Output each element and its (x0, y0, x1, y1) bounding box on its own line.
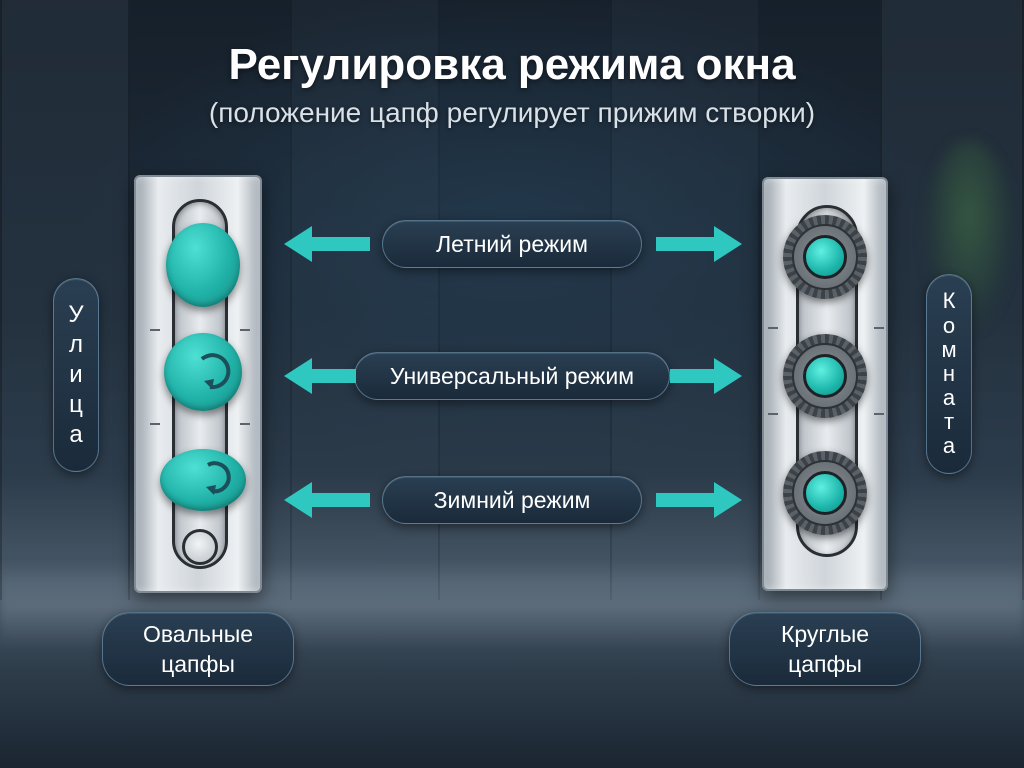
label-letter: м (941, 336, 957, 362)
plate-tick (240, 329, 250, 331)
room-side-label: К о м н а т а (926, 274, 972, 474)
round-cam-plate (762, 177, 888, 591)
teal-arrow-icon (284, 358, 356, 394)
page-subtitle: (положение цапф регулирует прижим створк… (208, 97, 816, 128)
street-side-label: У л и ц а (53, 278, 99, 472)
label-letter: а (942, 385, 956, 411)
oval-cams-label-line2: цапфы (161, 651, 235, 677)
oval-cam-plate (134, 175, 262, 593)
summer-mode-label: Летний режим (382, 220, 642, 268)
round-cam-winter (783, 451, 867, 535)
plate-tick (768, 413, 778, 415)
label-letter: а (942, 433, 956, 459)
universal-mode-label: Универсальный режим (354, 352, 670, 400)
teal-arrow-icon (284, 482, 370, 518)
oval-cam-winter (160, 449, 246, 511)
label-letter: о (942, 312, 956, 338)
oval-cam-universal (164, 333, 242, 411)
label-letter: К (942, 288, 956, 314)
teal-arrow-icon (656, 226, 742, 262)
label-letter: ц (69, 391, 83, 418)
rotate-clockwise-icon (200, 353, 231, 390)
round-cams-label-line1: Круглые (780, 621, 870, 647)
label-letter: л (68, 331, 83, 358)
plate-tick (874, 413, 884, 415)
label-letter: а (69, 421, 83, 448)
round-cams-label: Круглые цапфы (729, 612, 921, 686)
teal-arrow-icon (284, 226, 370, 262)
round-cam-summer (783, 215, 867, 299)
teal-arrow-icon (670, 358, 742, 394)
empty-cam-position (182, 529, 218, 565)
round-cams-label-line2: цапфы (788, 651, 862, 677)
label-letter: н (942, 360, 956, 386)
oval-cams-label-line1: Овальные (142, 621, 254, 647)
round-cam-universal (783, 334, 867, 418)
oval-cams-label: Овальные цапфы (102, 612, 294, 686)
plate-tick (874, 327, 884, 329)
rotate-clockwise-icon (206, 461, 231, 495)
label-letter: и (69, 361, 83, 388)
plate-tick (240, 423, 250, 425)
plate-tick (768, 327, 778, 329)
oval-cam-summer (166, 223, 240, 307)
page-title: Регулировка режима окна (228, 40, 796, 89)
teal-arrow-icon (656, 482, 742, 518)
winter-mode-label: Зимний режим (382, 476, 642, 524)
plate-tick (150, 423, 160, 425)
label-letter: У (68, 301, 84, 328)
plate-tick (150, 329, 160, 331)
label-letter: т (943, 409, 955, 435)
